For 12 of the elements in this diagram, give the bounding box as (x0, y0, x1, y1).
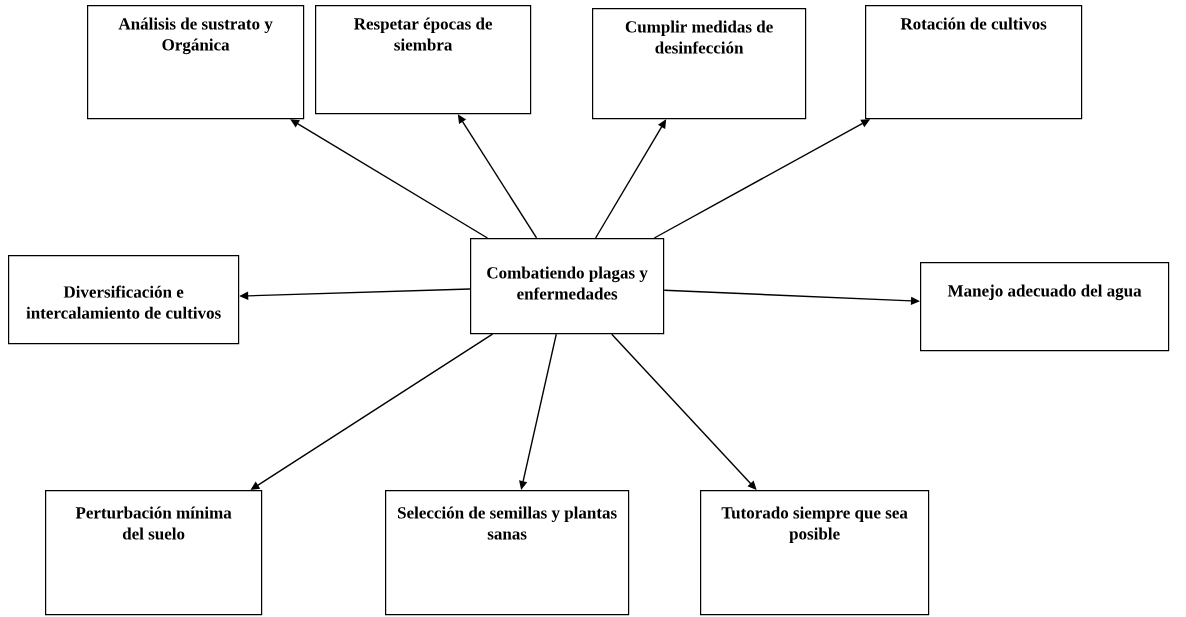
text-box: Selección de semillas y plantas sanas (385, 490, 630, 616)
text-box: Combatiendo plagas y enfermedades (470, 238, 665, 335)
text-box: Diversificación e intercalamiento de cultivos (8, 255, 240, 345)
text-box: Rotación de cultivos (865, 5, 1083, 120)
text-box: Respetar épocas de siembra (315, 5, 532, 115)
text-box: Perturbación mínima del suelo (45, 490, 263, 616)
text-box: Análisis de sustrato y Orgánica (87, 5, 305, 120)
text-box: Cumplir medidas de desinfección (592, 8, 807, 120)
text-box: Tutorado siempre que sea posible (700, 490, 930, 616)
arrow (611, 333, 757, 490)
arrow (290, 119, 489, 239)
text-box: Manejo adecuado del agua (920, 262, 1170, 352)
